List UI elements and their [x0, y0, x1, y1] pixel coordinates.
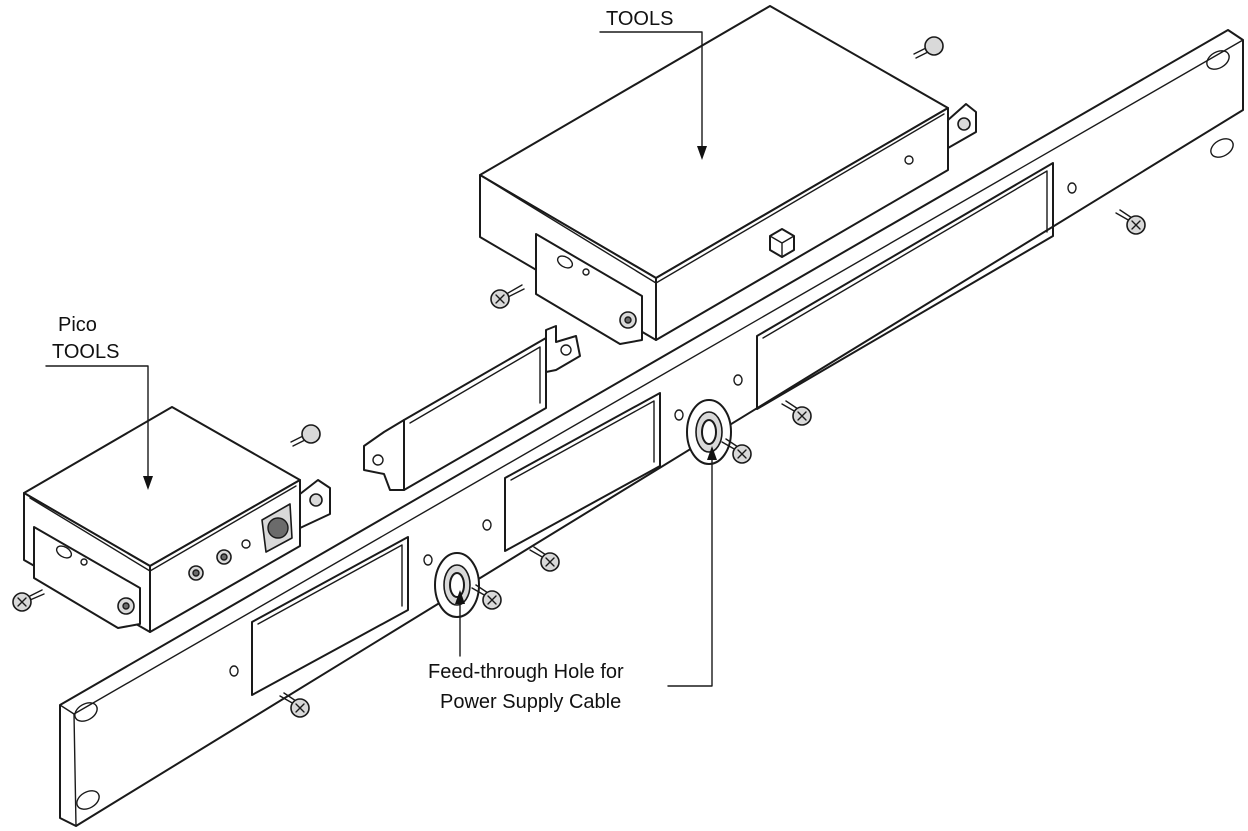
screw-icon: [781, 400, 812, 426]
feedthrough-grommet: [434, 552, 480, 618]
small-unit-label-line2: TOOLS: [52, 341, 119, 363]
feedthrough-label-line2: Power Supply Cable: [440, 691, 621, 713]
small-device: [23, 406, 331, 633]
screw-icon: [12, 589, 45, 612]
rack-ear-hole: [1210, 138, 1234, 158]
panel-window: [756, 162, 1054, 410]
screw-icon: [529, 546, 560, 572]
screw-icon: [279, 692, 310, 718]
screw-icon: [721, 438, 752, 464]
mounting-bracket: [535, 233, 643, 345]
leader-lines: [45, 31, 717, 687]
screw-icon: [471, 584, 502, 610]
rack-ear-hole: [1206, 50, 1230, 70]
large-device: [479, 5, 977, 345]
rack-ear-hole: [76, 790, 100, 810]
rack-ear-hole: [74, 702, 98, 722]
feedthrough-grommet: [686, 399, 732, 465]
mounting-bracket: [33, 526, 141, 629]
screw-icon: [913, 36, 944, 59]
screw-icon: [290, 424, 321, 447]
panel-window: [504, 392, 661, 552]
large-unit-label: TOOLS: [606, 8, 673, 30]
rack-panel: [59, 29, 1244, 827]
loose-bracket: [363, 325, 581, 491]
small-unit-label-line1: Pico: [58, 314, 97, 336]
screw-icon: [1115, 209, 1146, 235]
screw-icon: [490, 284, 525, 309]
mounting-screws: [12, 36, 1146, 718]
feedthrough-label-line1: Feed-through Hole for: [428, 661, 624, 683]
panel-window: [251, 536, 409, 696]
